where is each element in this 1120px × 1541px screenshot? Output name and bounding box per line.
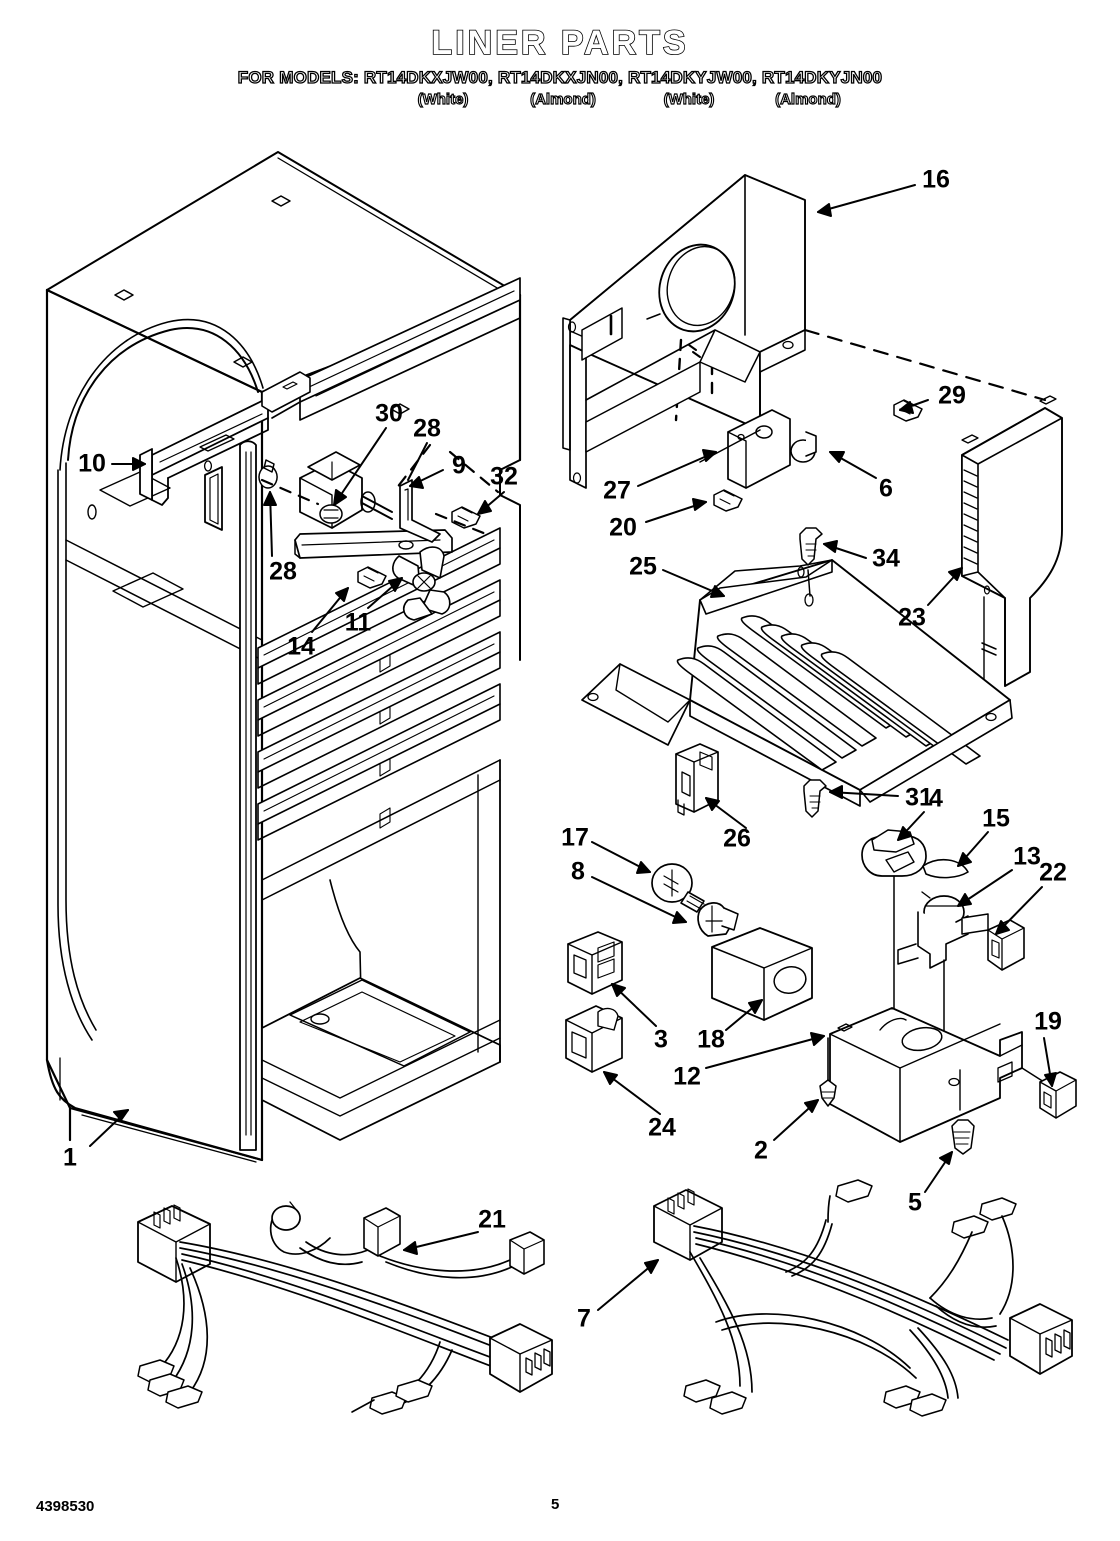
callout-17: 17 <box>561 823 589 852</box>
wiring-harness-right <box>653 1179 1073 1417</box>
callout-13: 13 <box>1013 842 1041 871</box>
refrigerator-liner-cabinet <box>45 151 522 1163</box>
page-number: 5 <box>551 1496 560 1513</box>
page-header: LINER PARTS FOR MODELS: RT14DKXJW00, RT1… <box>0 0 1120 113</box>
callout-5: 5 <box>908 1188 922 1217</box>
callout-28-upper: 28 <box>413 414 441 443</box>
evaporator-floor-grille <box>581 527 1013 818</box>
wiring-harness-left <box>137 1201 553 1415</box>
callout-6: 6 <box>879 474 893 503</box>
callout-9: 9 <box>452 451 466 480</box>
callout-leader-lines <box>89 184 1057 1311</box>
callout-31: 31 <box>905 783 933 812</box>
page-footer: 4398530 5 <box>0 1496 1120 1528</box>
callout-14: 14 <box>287 632 315 661</box>
thermostat-control-assembly <box>819 829 1077 1155</box>
callout-8: 8 <box>571 857 585 886</box>
callout-34: 34 <box>872 544 900 573</box>
callout-10: 10 <box>78 449 106 478</box>
callout-23: 23 <box>898 603 926 632</box>
page-title: LINER PARTS <box>431 24 689 62</box>
callout-2: 2 <box>754 1136 768 1165</box>
callout-1: 1 <box>63 1143 77 1172</box>
color-label-4: (Almond) <box>775 90 842 108</box>
rear-air-duct-panel <box>562 174 1047 512</box>
callout-25: 25 <box>629 552 657 581</box>
color-label-2: (Almond) <box>530 90 597 108</box>
color-label-1: (White) <box>417 90 469 108</box>
callout-29: 29 <box>938 381 966 410</box>
callout-22: 22 <box>1039 858 1067 887</box>
color-variants-row: (White) (Almond) (White) (Almond) <box>0 90 1120 113</box>
models-line: FOR MODELS: RT14DKXJW00, RT14DKXJN00, RT… <box>237 68 883 88</box>
callout-21: 21 <box>478 1205 506 1234</box>
document-number: 4398530 <box>36 1498 95 1515</box>
callout-16: 16 <box>922 165 950 194</box>
callout-24: 24 <box>648 1113 676 1142</box>
callout-20: 20 <box>609 513 637 542</box>
callout-30: 30 <box>375 399 403 428</box>
callout-19: 19 <box>1034 1007 1062 1036</box>
light-and-switch-assembly <box>565 863 813 1073</box>
callout-12: 12 <box>673 1062 701 1091</box>
air-duct-cover-panel <box>961 395 1063 687</box>
callout-26: 26 <box>723 824 751 853</box>
callout-27: 27 <box>603 476 631 505</box>
callout-32: 32 <box>490 462 518 491</box>
callout-15: 15 <box>982 804 1010 833</box>
callout-7: 7 <box>577 1304 591 1333</box>
callout-4: 4 <box>929 784 943 813</box>
callout-28-lower: 28 <box>269 557 297 586</box>
callout-3: 3 <box>654 1025 668 1054</box>
callout-18: 18 <box>697 1025 725 1054</box>
evaporator-fan-assembly <box>258 451 481 621</box>
callout-11: 11 <box>344 608 372 637</box>
color-label-3: (White) <box>663 90 715 108</box>
